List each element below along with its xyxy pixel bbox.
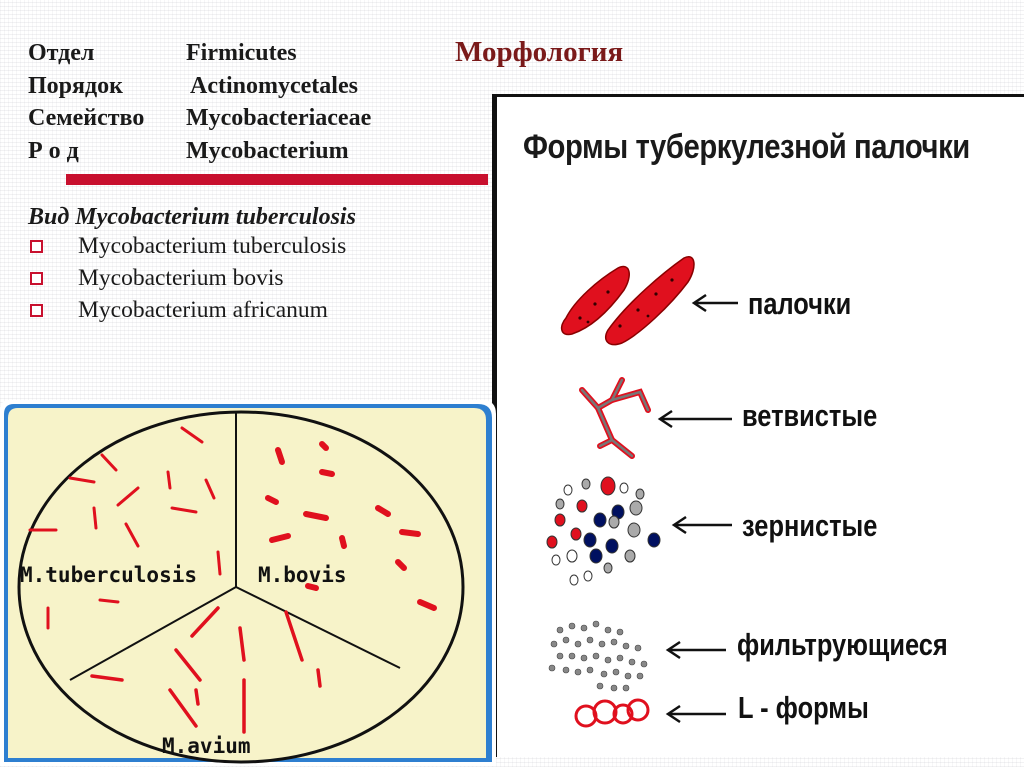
plate-label-tuberculosis: M.tuberculosis xyxy=(20,563,198,587)
list-item: Mycobacterium africanum xyxy=(28,297,356,329)
checkbox-bullet-icon xyxy=(30,272,43,285)
taxonomy-label: Семейство xyxy=(28,105,145,131)
form-label-filterable: фильтрующиеся xyxy=(737,627,948,662)
forms-panel-title: Формы туберкулезной палочки xyxy=(523,128,970,166)
page-title: Морфология xyxy=(455,36,624,68)
form-label-l-forms: L - формы xyxy=(738,690,869,725)
taxonomy-value: Mycobacteriaceae xyxy=(186,105,372,131)
taxonomy-label: Р о д xyxy=(28,137,79,164)
arrow-left-icon xyxy=(665,704,726,724)
arrow-left-icon xyxy=(671,515,732,535)
form-label-branched: ветвистые xyxy=(742,398,878,433)
list-item: Mycobacterium bovis xyxy=(28,265,356,297)
list-item-text: Mycobacterium tuberculosis xyxy=(78,233,347,259)
form-label-granular: зернистые xyxy=(742,508,878,543)
branched-bacteria-illustration xyxy=(579,377,651,459)
list-item-text: Mycobacterium africanum xyxy=(78,297,328,323)
filterable-forms-illustration xyxy=(548,620,648,692)
accent-divider xyxy=(66,174,488,185)
checkbox-bullet-icon xyxy=(30,304,43,317)
taxonomy-label: Порядок xyxy=(28,72,123,99)
plate-label-bovis: M.bovis xyxy=(258,563,347,587)
petri-plate-illustration xyxy=(0,400,496,766)
arrow-left-icon xyxy=(657,409,732,429)
rod-bacteria-illustration xyxy=(560,255,695,346)
species-heading: Вид Mycobacterium tuberculosis xyxy=(28,204,356,230)
arrow-left-icon xyxy=(665,640,726,660)
species-block: Вид Mycobacterium tuberculosis Mycobacte… xyxy=(28,204,356,329)
forms-panel xyxy=(492,94,1024,757)
taxonomy-value: Actinomycetales xyxy=(190,72,358,99)
checkbox-bullet-icon xyxy=(30,240,43,253)
taxonomy-label: Отдел xyxy=(28,40,95,66)
arrow-left-icon xyxy=(691,293,738,313)
granular-bacteria-illustration xyxy=(546,476,661,586)
l-forms-illustration xyxy=(574,698,650,728)
list-item-text: Mycobacterium bovis xyxy=(78,265,284,291)
arrow-icons xyxy=(657,293,738,724)
plate-label-avium: M.avium xyxy=(162,734,251,758)
taxonomy-value: Firmicutes xyxy=(186,40,297,66)
list-item: Mycobacterium tuberculosis xyxy=(28,233,356,265)
form-label-rods: палочки xyxy=(748,286,852,321)
taxonomy-value: Mycobacterium xyxy=(186,137,349,164)
